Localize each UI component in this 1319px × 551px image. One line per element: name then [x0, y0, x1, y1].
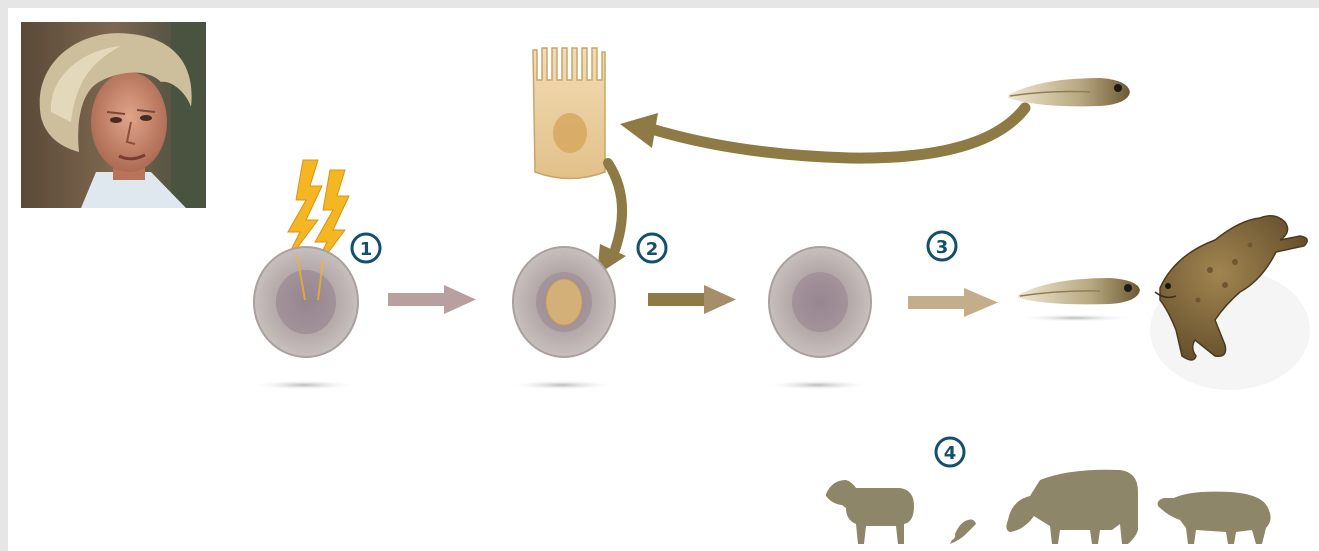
egg-shadow [766, 380, 870, 390]
mouse-silhouette [950, 520, 976, 545]
step-badge-3: 3 [928, 232, 956, 260]
irradiated-egg [254, 247, 358, 357]
tadpole-clone [1018, 278, 1140, 304]
tadpole-shadow [1017, 314, 1133, 322]
cow-silhouette [1006, 470, 1138, 544]
arrow-step2-to-step3 [648, 285, 736, 314]
tadpole-donor [1008, 78, 1130, 106]
step-badge-4: 4 [936, 438, 964, 466]
step-badge-2: 2 [638, 234, 666, 262]
svg-text:4: 4 [944, 443, 957, 464]
arrow-cell-to-egg [597, 163, 626, 275]
intestinal-cell [533, 48, 605, 179]
svg-text:3: 3 [936, 237, 949, 258]
egg-shadow [252, 380, 356, 390]
arrow-donor-to-cell [620, 108, 1025, 158]
egg-shadow [510, 380, 614, 390]
svg-text:2: 2 [646, 239, 659, 260]
arrow-step3-to-result [908, 288, 998, 317]
adult-frog [1150, 216, 1310, 390]
svg-text:1: 1 [360, 239, 373, 260]
egg-with-transplanted-nucleus [513, 247, 615, 357]
arrow-step1-to-step2 [388, 285, 476, 314]
step-badge-1: 1 [352, 234, 380, 262]
sheep-silhouette [826, 480, 914, 544]
pig-silhouette [1158, 492, 1271, 544]
developing-egg [769, 247, 871, 357]
